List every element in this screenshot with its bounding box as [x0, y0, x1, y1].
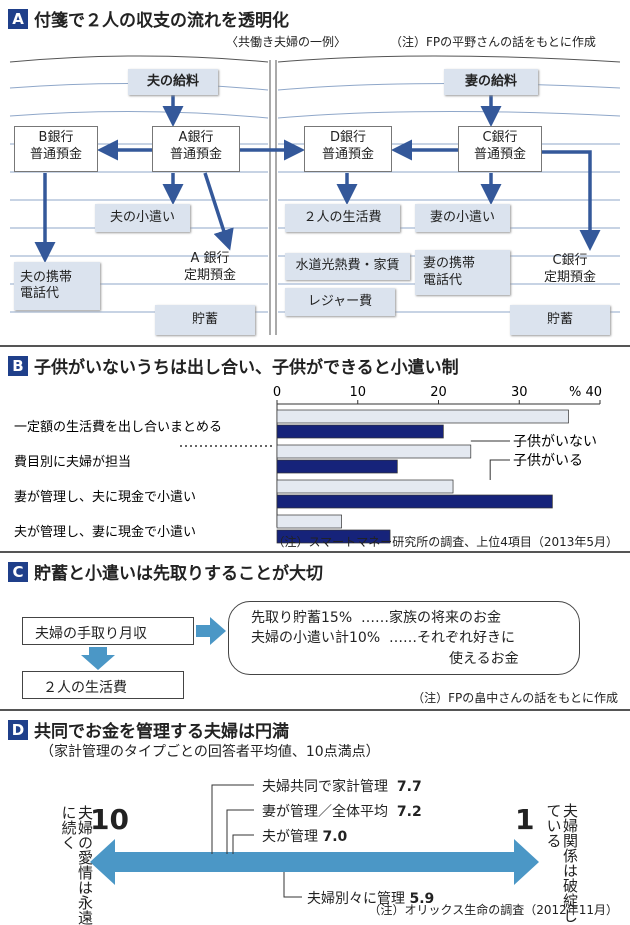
legend-leader	[489, 459, 510, 480]
right-scale-number: 1	[515, 803, 535, 836]
utilities-rent: 水道光熱費・家賃	[285, 253, 410, 280]
category-label: 夫が管理し、妻に現金で小遣い	[14, 524, 196, 540]
source-note: （注）FPの畠中さんの話をもとに作成	[412, 691, 618, 705]
category-label: 妻が管理し、夫に現金で小遣い	[14, 489, 196, 505]
item-wife: 妻が管理／全体平均 7.2	[262, 804, 422, 820]
pre-allocation-box: 先取り貯蓄15% ……家族の将来のお金 夫婦の小遣い計10% ……それぞれ好きに…	[228, 601, 580, 675]
notebook-and-arrows	[9, 55, 621, 335]
item-husband: 夫が管理 7.0	[262, 829, 348, 845]
category-label: 一定額の生活費を出し合いまとめる	[14, 420, 222, 435]
c-bank-time-deposit: C銀行 定期預金	[543, 253, 596, 285]
source-note: （注）オリックス生命の調査（2012年11月）	[368, 903, 618, 917]
bar-chart: 0 10 20 30 % 40 一定額の生活費を出し合いまとめる費目別に夫婦が担当妻が管理…	[14, 385, 602, 544]
legend-with-children: 子供がいる	[513, 453, 583, 469]
wife-salary: 妻の給料	[444, 69, 538, 95]
b-bank-savings: B銀行 普通預金	[14, 126, 98, 172]
bar-no-children	[276, 514, 342, 529]
bar-with-children	[276, 494, 553, 509]
subtitle: 〈共働き夫婦の一例〉	[226, 35, 347, 49]
husband-allowance: 夫の小遣い	[95, 204, 190, 232]
section-title: 付箋で２人の収支の流れを透明化	[34, 11, 289, 31]
wife-allowance: 妻の小遣い	[415, 204, 510, 232]
living-expenses: ２人の生活費	[285, 204, 400, 232]
monthly-income-box: 夫婦の手取り月収	[22, 617, 194, 645]
bar-with-children	[276, 529, 391, 544]
item-separate: 夫婦別々に管理 5.9	[307, 891, 435, 907]
item-joint: 夫婦共同で家計管理 7.7	[262, 779, 422, 795]
a-bank-time-deposit: A 銀行 定期預金	[183, 251, 236, 283]
section-badge: B	[8, 355, 28, 376]
subtitle: （家計管理のタイプごとの回答者平均値、10点満点）	[40, 744, 380, 760]
section-title: 子供がいないうちは出し合い、子供ができると小遣い制	[34, 358, 459, 378]
category-label: 費目別に夫婦が担当	[14, 454, 131, 470]
bar-no-children	[276, 444, 472, 459]
flow-arrows	[81, 617, 226, 670]
husband-salary: 夫の給料	[128, 69, 218, 95]
living-expenses-box: ２人の生活費	[22, 671, 184, 699]
section-a: A 付箋で２人の収支の流れを透明化 〈共働き夫婦の一例〉 （注）FPの平野さんの話…	[0, 0, 630, 347]
source-note: （注）スマートマネー研究所の調査、上位4項目（2013年5月）	[272, 535, 618, 549]
leisure: レジャー費	[285, 288, 395, 316]
savings-wife: 貯蓄	[510, 305, 610, 335]
tick-label: 30	[511, 385, 528, 400]
scale-arrow	[90, 784, 539, 898]
section-badge: A	[8, 8, 28, 29]
allowance-line: 夫婦の小遣い計10% ……それぞれ好きに	[251, 630, 516, 647]
wife-phone: 妻の携帯 電話代	[415, 250, 510, 295]
section-c: C 貯蓄と小遣いは先取りすることが大切 夫婦の手取り月収 ２人の生活費 先取り貯蓄…	[0, 553, 630, 711]
section-title: 共同でお金を管理する夫婦は円満	[34, 722, 289, 742]
d-bank-savings: D銀行 普通預金	[304, 126, 392, 172]
husband-phone: 夫の携帯 電話代	[14, 262, 100, 310]
tick-label: 20	[430, 385, 447, 400]
section-badge: C	[8, 561, 28, 582]
left-scale-number: 10	[90, 803, 129, 836]
tick-label: 0	[273, 385, 281, 400]
bar-with-children	[276, 459, 398, 474]
section-badge: D	[8, 719, 28, 740]
tick-label: 10	[349, 385, 366, 400]
left-scale-label: 夫婦の愛情は永遠に続く	[59, 805, 95, 925]
bar-no-children	[276, 409, 569, 424]
allowance-line-cont: 使えるお金	[449, 650, 519, 667]
tick-label: % 40	[569, 385, 602, 400]
savings-line: 先取り貯蓄15% ……家族の将来のお金	[251, 610, 502, 626]
a-bank-savings: A銀行 普通預金	[152, 126, 240, 172]
section-d: D 共同でお金を管理する夫婦は円満 （家計管理のタイプごとの回答者平均値、10点満…	[0, 711, 630, 925]
source-note: （注）FPの平野さんの話をもとに作成	[390, 35, 596, 49]
c-bank-savings: C銀行 普通預金	[458, 126, 542, 172]
section-b: B 子供がいないうちは出し合い、子供ができると小遣い制 0 10 20 30 % 40 一定…	[0, 347, 630, 553]
savings-husband: 貯蓄	[155, 305, 255, 335]
bar-with-children	[276, 424, 444, 439]
right-scale-label: 夫婦関係は破綻している	[544, 803, 580, 923]
section-title: 貯蓄と小遣いは先取りすることが大切	[34, 564, 323, 584]
legend-no-children: 子供がいない	[513, 434, 597, 450]
bar-no-children	[276, 479, 454, 494]
